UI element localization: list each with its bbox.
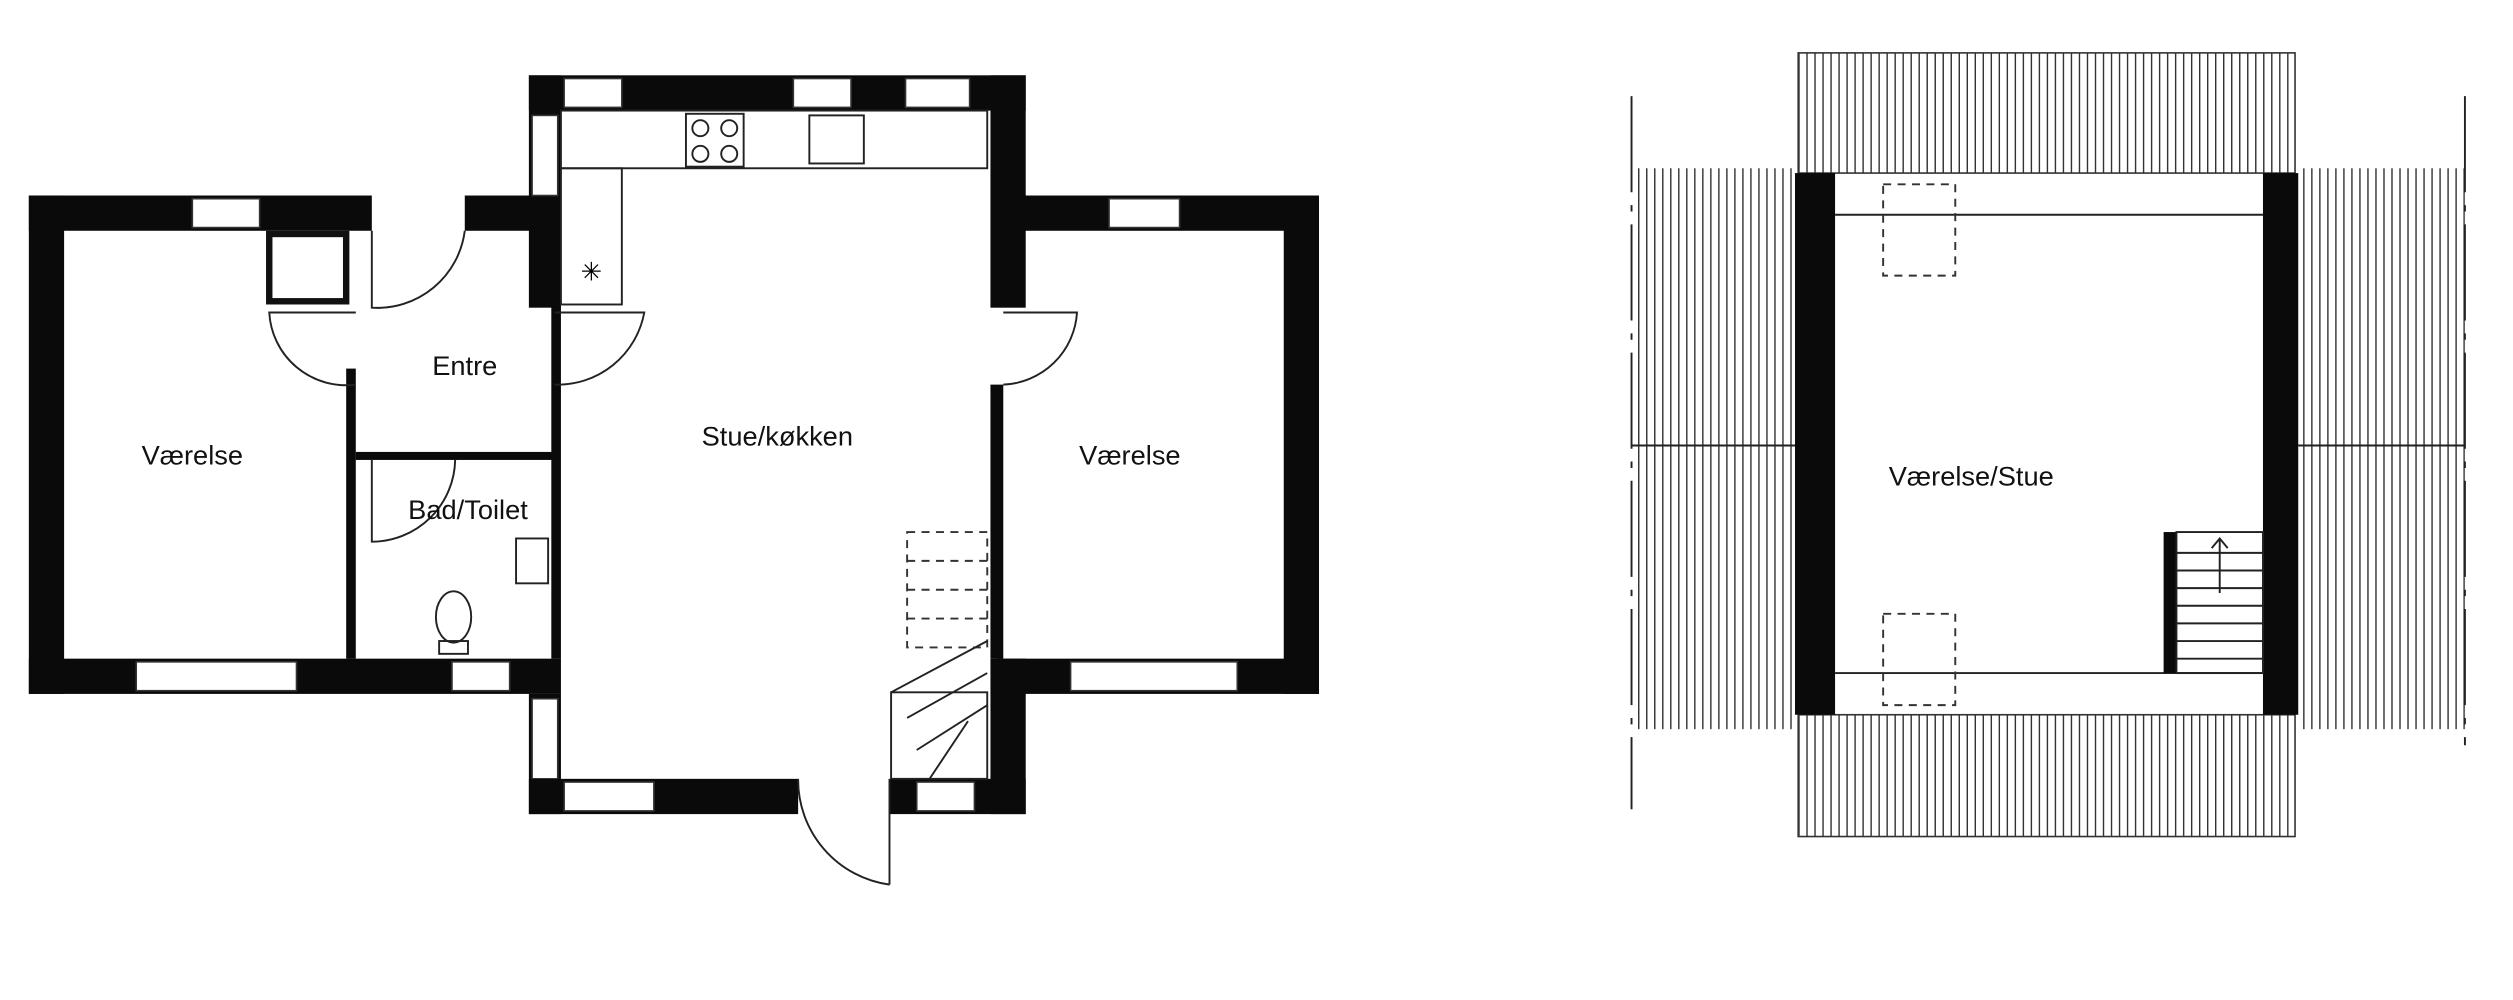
upper-stairs [2163,531,2264,675]
room-label-bedroom-living: Værelse/Stue [1889,461,2054,492]
entrance-bath-fixtures [268,230,1079,655]
room-label-bathroom: Bad/Toilet [408,494,528,525]
room-label-living-kitchen: Stue/køkken [702,421,853,452]
ground-floor-plan: ✳ [28,75,1320,886]
svg-text:✳: ✳ [581,257,602,287]
living-kitchen-walls: ✳ [528,75,1026,886]
upper-floor-plan: Værelse/Stue [1630,52,2466,838]
left-bedroom-walls [28,195,561,694]
right-bedroom-walls [996,195,1320,694]
room-label-bedroom-right: Værelse [1079,440,1180,471]
room-label-entrance: Entre [432,350,497,381]
room-label-bedroom-left: Værelse [142,440,243,471]
